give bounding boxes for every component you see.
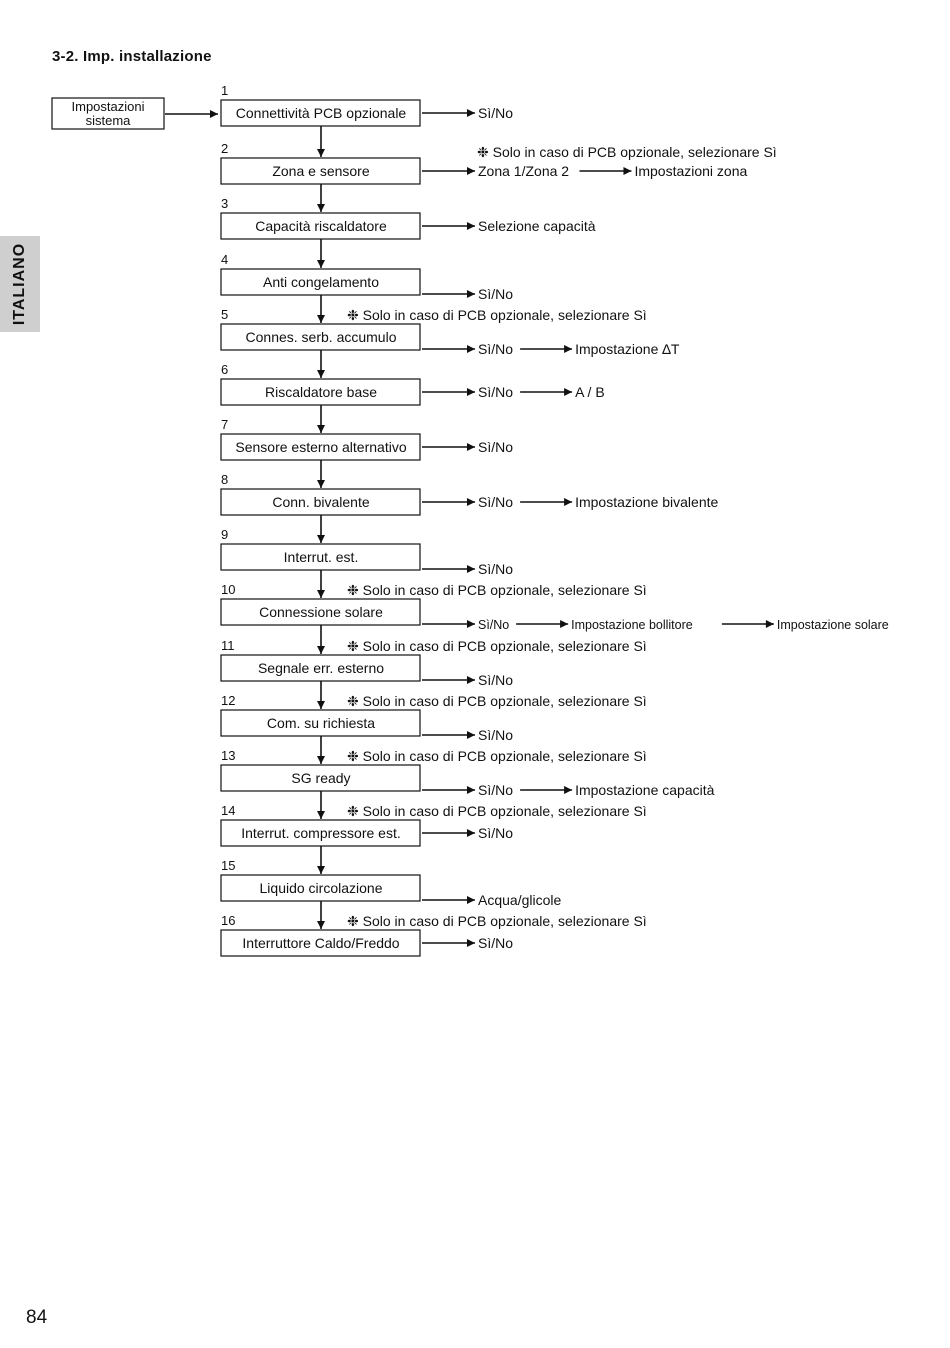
step-label: Capacità riscaldatore [255, 218, 387, 234]
step-box [220, 543, 421, 571]
start-box [51, 97, 165, 130]
output-label: Sì/No [478, 672, 513, 688]
step-number: 11 [221, 638, 235, 653]
step-label: Interruttore Caldo/Freddo [242, 935, 399, 951]
step-box [220, 212, 421, 240]
step-number: 3 [221, 196, 228, 211]
step-box [220, 929, 421, 957]
step-number: 1 [221, 83, 228, 98]
step-label: Sensore esterno alternativo [235, 439, 406, 455]
pcb-note: ❉ Solo in caso di PCB opzionale, selezio… [347, 638, 647, 654]
step-label: Riscaldatore base [265, 384, 377, 400]
step-label: Liquido circolazione [260, 880, 383, 896]
output-label: A / B [575, 384, 605, 400]
step-number: 6 [221, 362, 228, 377]
language-side-tab: ITALIANO [0, 236, 40, 332]
output-label: Impostazioni zona [634, 163, 747, 179]
output-label: Acqua/glicole [478, 892, 561, 908]
step-box [220, 874, 421, 902]
output-label: Sì/No [478, 935, 513, 951]
step-box [220, 598, 421, 626]
output-label: Sì/No [478, 782, 513, 798]
step-label: Interrut. est. [284, 549, 359, 565]
output-label: Impostazione bivalente [575, 494, 718, 510]
output-label: Sì/No [478, 561, 513, 577]
output-label: Sì/No [478, 341, 513, 357]
step-number: 2 [221, 141, 228, 156]
step-label: Interrut. compressore est. [241, 825, 401, 841]
step-label: Connes. serb. accumulo [246, 329, 397, 345]
output-label: Sì/No [478, 384, 513, 400]
step-number: 7 [221, 417, 228, 432]
output-label: Sì/No [478, 618, 509, 632]
output-label: Sì/No [478, 494, 513, 510]
step-box [220, 99, 421, 127]
step-box [220, 268, 421, 296]
step-number: 15 [221, 858, 235, 873]
start-box-line2: sistema [86, 113, 132, 128]
output-label: Sì/No [478, 105, 513, 121]
start-box-line1: Impostazioni [72, 99, 145, 114]
pcb-note: ❉ Solo in caso di PCB opzionale, selezio… [347, 693, 647, 709]
step-label: Anti congelamento [263, 274, 379, 290]
step-label: Zona e sensore [272, 163, 369, 179]
step-box [220, 819, 421, 847]
step-box [220, 378, 421, 406]
output-label: Impostazione ∆T [575, 341, 680, 357]
output-label: Impostazione solare [777, 618, 889, 632]
step-number: 14 [221, 803, 235, 818]
step-box [220, 709, 421, 737]
output-label: Sì/No [478, 825, 513, 841]
page-title: 3-2. Imp. installazione [52, 48, 212, 65]
step-label: Conn. bivalente [272, 494, 370, 510]
step-label: SG ready [291, 770, 350, 786]
output-label: Selezione capacità [478, 218, 596, 234]
step-number: 8 [221, 472, 228, 487]
step-box [220, 488, 421, 516]
output-label: Sì/No [478, 286, 513, 302]
output-label: Impostazione bollitore [571, 618, 693, 632]
step-number: 5 [221, 307, 228, 322]
pcb-note: ❉ Solo in caso di PCB opzionale, selezio… [347, 307, 647, 323]
step-label: Connessione solare [259, 604, 383, 620]
step-box [220, 433, 421, 461]
pcb-note: ❉ Solo in caso di PCB opzionale, selezio… [477, 144, 777, 160]
pcb-note: ❉ Solo in caso di PCB opzionale, selezio… [347, 748, 647, 764]
page-number: 84 [26, 1307, 48, 1328]
output-label: Zona 1/Zona 2 [478, 163, 569, 179]
pcb-note: ❉ Solo in caso di PCB opzionale, selezio… [347, 913, 647, 929]
step-label: Segnale err. esterno [258, 660, 384, 676]
pcb-note: ❉ Solo in caso di PCB opzionale, selezio… [347, 803, 647, 819]
output-label: Sì/No [478, 727, 513, 743]
step-box [220, 323, 421, 351]
step-number: 16 [221, 913, 235, 928]
output-label: Sì/No [478, 439, 513, 455]
step-label: Com. su richiesta [267, 715, 375, 731]
step-number: 10 [221, 582, 235, 597]
step-number: 9 [221, 527, 228, 542]
step-label: Connettività PCB opzionale [236, 105, 407, 121]
output-label: Impostazione capacità [575, 782, 715, 798]
pcb-note: ❉ Solo in caso di PCB opzionale, selezio… [347, 582, 647, 598]
step-number: 12 [221, 693, 235, 708]
step-number: 13 [221, 748, 235, 763]
step-box [220, 157, 421, 185]
step-number: 4 [221, 252, 228, 267]
